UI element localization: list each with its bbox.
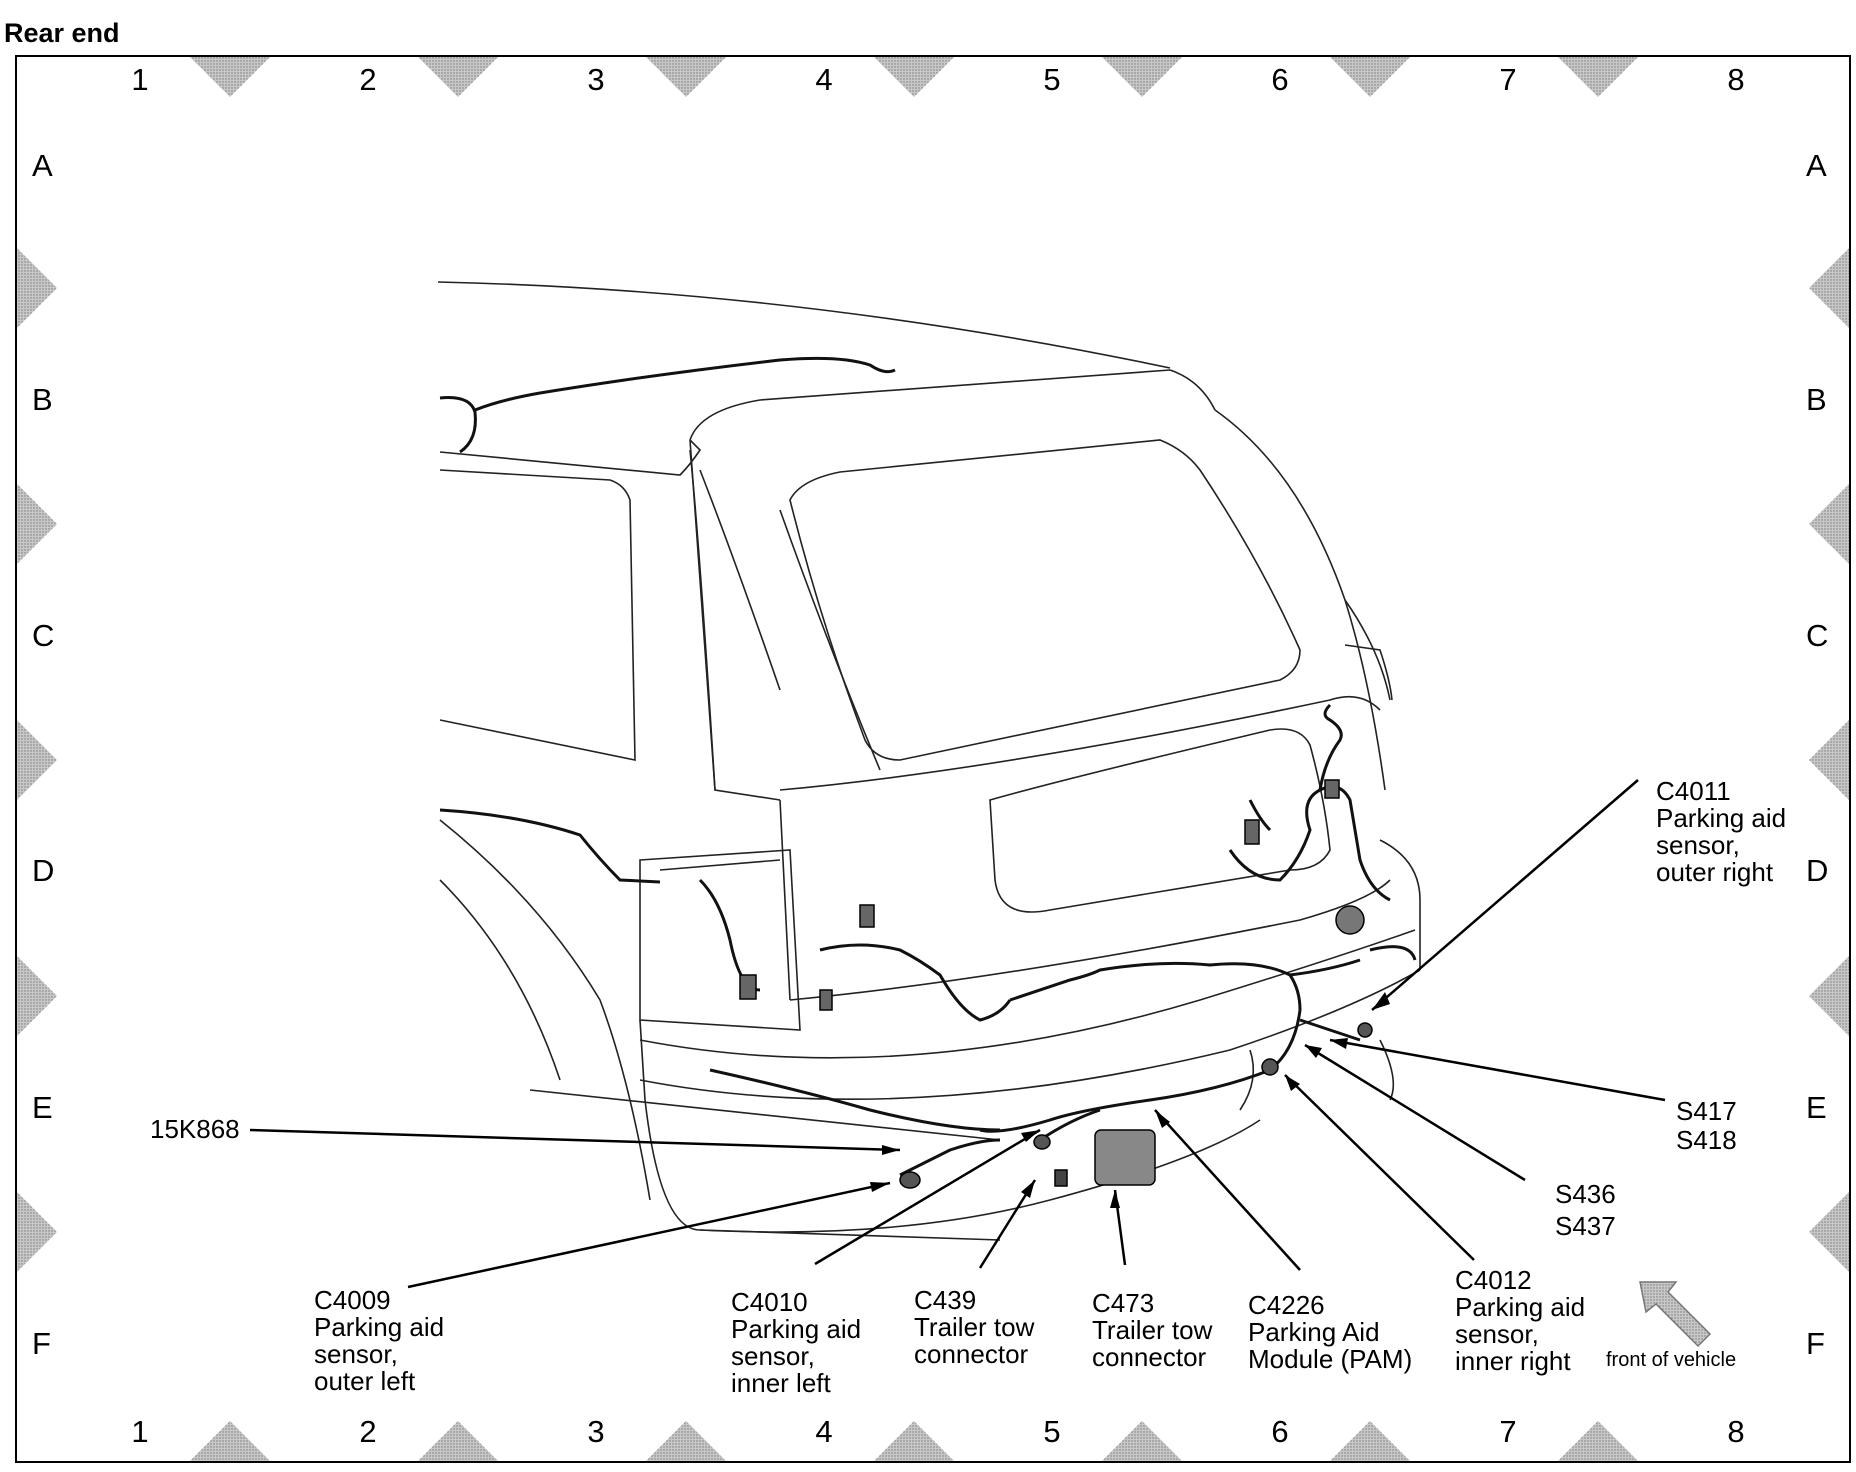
col-bottom-1: 1 bbox=[131, 1414, 149, 1449]
label-c4011: C4011 Parking aid sensor, outer right bbox=[1656, 778, 1786, 886]
label-c4010-line3: inner left bbox=[731, 1368, 831, 1398]
label-c439-code: C439 bbox=[914, 1285, 977, 1315]
label-c4226-line1: Parking Aid bbox=[1248, 1317, 1380, 1347]
row-left-a: A bbox=[32, 148, 53, 183]
col-bottom-4: 4 bbox=[815, 1414, 833, 1449]
label-c439: C439 Trailer tow connector bbox=[914, 1287, 1034, 1368]
row-left-d: D bbox=[32, 853, 55, 888]
label-c4009-line1: Parking aid bbox=[314, 1312, 445, 1342]
row-right-a: A bbox=[1806, 148, 1827, 183]
label-s417: S417 bbox=[1676, 1096, 1737, 1126]
col-bottom-8: 8 bbox=[1727, 1414, 1745, 1449]
label-c4012-line3: inner right bbox=[1455, 1346, 1571, 1376]
vehicle-body bbox=[437, 281, 1421, 1241]
label-c4010-line2: sensor, bbox=[731, 1341, 815, 1371]
label-c473: C473 Trailer tow connector bbox=[1092, 1290, 1212, 1371]
col-top-8: 8 bbox=[1727, 62, 1745, 97]
grid-markers-left bbox=[17, 248, 57, 1272]
col-top-7: 7 bbox=[1499, 62, 1517, 97]
label-c4012-line2: sensor, bbox=[1455, 1319, 1539, 1349]
label-c4011-line2: sensor, bbox=[1656, 830, 1740, 860]
grid-markers-right bbox=[1809, 248, 1849, 1272]
row-left-b: B bbox=[32, 382, 53, 417]
label-c4012-line1: Parking aid bbox=[1455, 1292, 1586, 1322]
row-right-e: E bbox=[1806, 1090, 1827, 1125]
col-bottom-2: 2 bbox=[359, 1414, 377, 1449]
label-c4226: C4226 Parking Aid Module (PAM) bbox=[1248, 1292, 1412, 1373]
row-left-f: F bbox=[32, 1326, 51, 1361]
diagram-title: Rear end bbox=[4, 18, 120, 48]
front-of-vehicle-arrow-icon bbox=[1639, 1281, 1712, 1348]
wiring-harness bbox=[439, 356, 1417, 1177]
row-right-d: D bbox=[1806, 853, 1829, 888]
col-bottom-3: 3 bbox=[587, 1414, 605, 1449]
col-top-4: 4 bbox=[815, 62, 833, 97]
label-c4010: C4010 Parking aid sensor, inner left bbox=[731, 1289, 861, 1397]
label-c4010-code: C4010 bbox=[731, 1287, 808, 1317]
col-top-2: 2 bbox=[359, 62, 377, 97]
row-right-f: F bbox=[1806, 1326, 1825, 1361]
row-left-e: E bbox=[32, 1090, 53, 1125]
label-c4012: C4012 Parking aid sensor, inner right bbox=[1455, 1267, 1585, 1375]
row-right-c: C bbox=[1806, 618, 1829, 653]
label-c4009-line3: outer left bbox=[314, 1366, 416, 1396]
label-c4226-code: C4226 bbox=[1248, 1290, 1325, 1320]
diagram-frame bbox=[15, 55, 1851, 1463]
label-c439-line2: connector bbox=[914, 1339, 1029, 1369]
label-c4010-line1: Parking aid bbox=[731, 1314, 862, 1344]
col-bottom-5: 5 bbox=[1043, 1414, 1061, 1449]
label-s417-s418: S417 S418 bbox=[1676, 1097, 1737, 1155]
grid-markers-top bbox=[190, 57, 1638, 97]
label-c4011-code: C4011 bbox=[1656, 776, 1731, 806]
grid-markers-bottom bbox=[190, 1421, 1638, 1461]
col-top-6: 6 bbox=[1271, 62, 1289, 97]
col-bottom-6: 6 bbox=[1271, 1414, 1289, 1449]
col-bottom-7: 7 bbox=[1499, 1414, 1517, 1449]
label-s436-s437: S436 S437 bbox=[1555, 1178, 1616, 1242]
label-c4012-code: C4012 bbox=[1455, 1265, 1532, 1295]
label-c4009: C4009 Parking aid sensor, outer left bbox=[314, 1287, 444, 1395]
label-c4011-line1: Parking aid bbox=[1656, 803, 1787, 833]
col-top-1: 1 bbox=[131, 62, 149, 97]
label-s436: S436 bbox=[1555, 1179, 1616, 1209]
row-right-b: B bbox=[1806, 382, 1827, 417]
label-s437: S437 bbox=[1555, 1211, 1616, 1241]
col-top-5: 5 bbox=[1043, 62, 1061, 97]
label-front-of-vehicle: front of vehicle bbox=[1606, 1349, 1737, 1371]
label-c4011-line3: outer right bbox=[1656, 857, 1774, 887]
label-c473-code: C473 bbox=[1092, 1288, 1155, 1318]
leader-arrowheads bbox=[870, 992, 1390, 1208]
label-c473-line1: Trailer tow bbox=[1092, 1315, 1213, 1345]
label-c4226-line2: Module (PAM) bbox=[1248, 1344, 1413, 1374]
col-top-3: 3 bbox=[587, 62, 605, 97]
label-s418: S418 bbox=[1676, 1125, 1737, 1155]
label-c473-line2: connector bbox=[1092, 1342, 1207, 1372]
leader-lines bbox=[249, 779, 1666, 1289]
label-c439-line1: Trailer tow bbox=[914, 1312, 1035, 1342]
label-c4009-line2: sensor, bbox=[314, 1339, 398, 1369]
row-left-c: C bbox=[32, 618, 55, 653]
connectors bbox=[739, 779, 1373, 1189]
label-15k868: 15K868 bbox=[150, 1114, 240, 1144]
label-c4009-code: C4009 bbox=[314, 1285, 391, 1315]
